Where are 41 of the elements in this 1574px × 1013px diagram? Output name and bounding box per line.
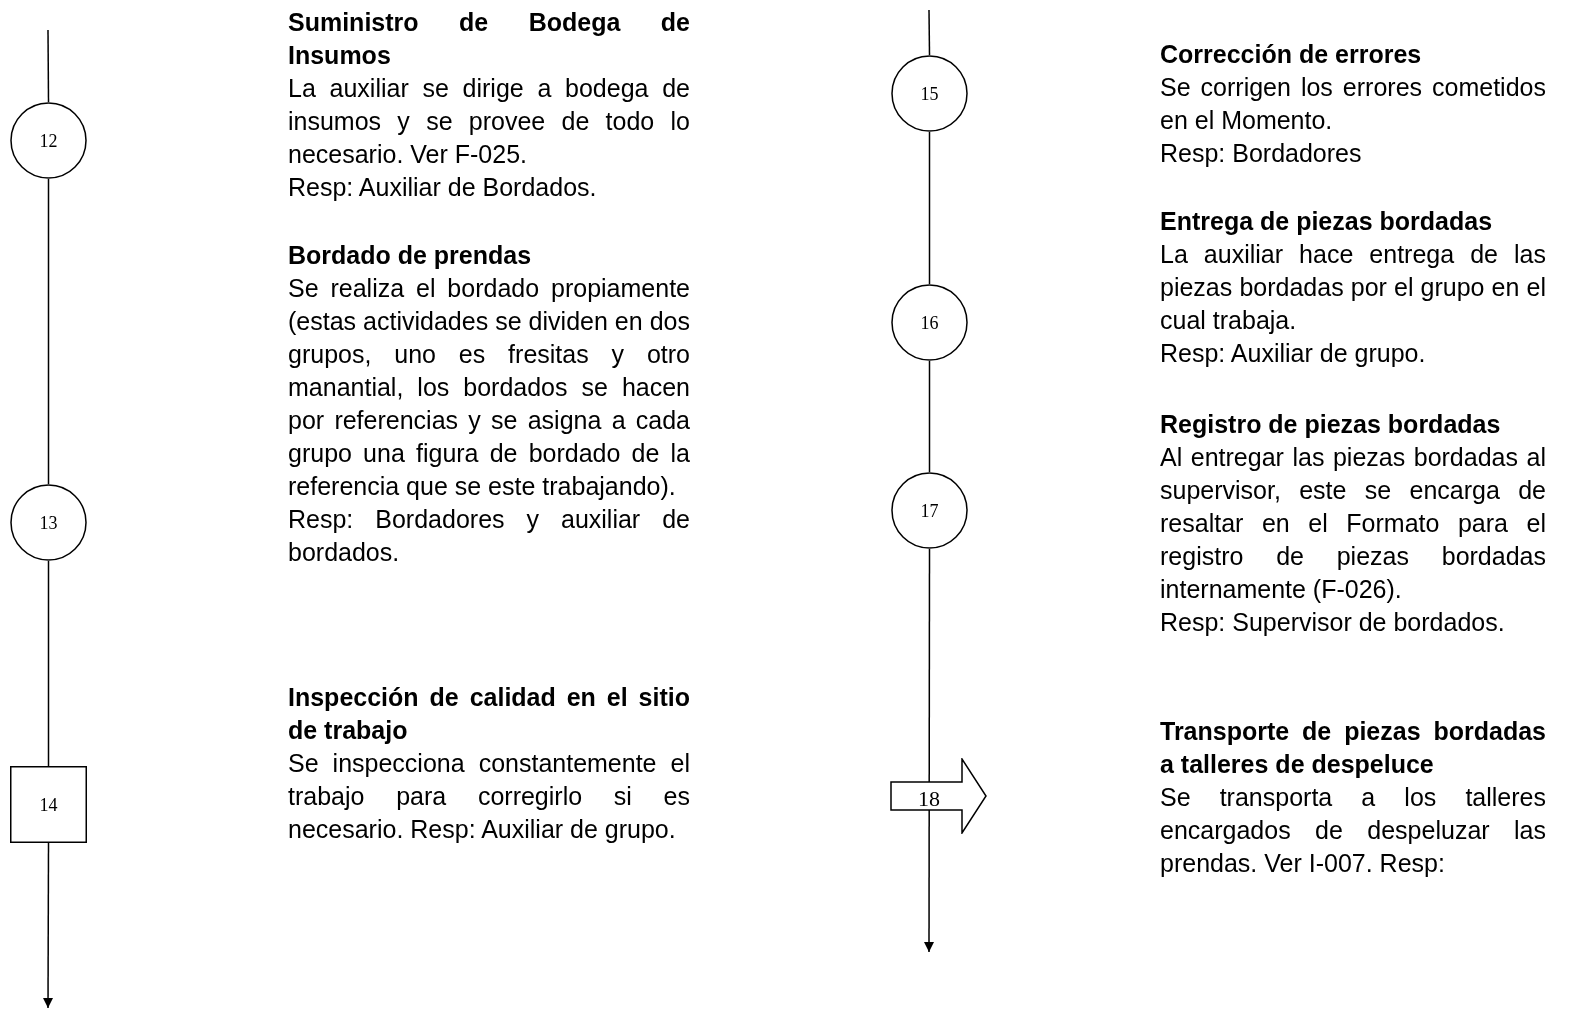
step-description: Se transporta a los talleres encargados de despeluzar las prendas. Ver I-007. Resp: — [1160, 782, 1546, 879]
step-title: Entrega de piezas bordadas — [1160, 206, 1494, 237]
flow-line — [928, 9, 931, 56]
step-description: Se corrigen los errores cometidos en el Momento. — [1160, 72, 1546, 136]
transport-arrow-shape — [890, 758, 987, 834]
step-description: Se realiza el bordado propiamente (estas actividades se dividen en dos grupos, uno es fresitas y otro manantial, los bordados se hacen por referencias y se asigna a cada grupo una figura de bordado de la referencia que se este trabajando). — [288, 273, 690, 502]
step-description: Se inspecciona constantemente el trabajo para corregirlo si es necesario. Resp: Auxiliar de grupo. — [288, 748, 690, 845]
flow-line — [47, 560, 50, 767]
step-description: Resp: Auxiliar de grupo. — [1160, 338, 1427, 369]
operation-circle — [891, 472, 968, 549]
step-title: Inspección de calidad en el sitio de trabajo — [288, 682, 690, 746]
flow-arrow — [43, 842, 54, 1009]
step-description: Resp: Bordadores — [1160, 138, 1363, 169]
step-number: 16 — [920, 311, 939, 334]
step-title: Transporte de piezas bordadas a talleres de despeluce — [1160, 716, 1546, 780]
step-description: La auxiliar hace entrega de las piezas bordadas por el grupo en el cual trabaja. — [1160, 239, 1546, 336]
step-title: Registro de piezas bordadas — [1160, 409, 1502, 440]
step-number: 15 — [920, 82, 939, 105]
flow-line — [47, 178, 50, 485]
inspection-square — [10, 766, 87, 843]
step-number: 14 — [39, 793, 58, 816]
flow-line — [47, 29, 50, 103]
operation-circle — [891, 55, 968, 132]
operation-circle — [10, 102, 87, 179]
step-title: Corrección de errores — [1160, 39, 1423, 70]
step-title: Bordado de prendas — [288, 240, 533, 271]
step-description: Resp: Supervisor de bordados. — [1160, 607, 1506, 638]
flow-line — [928, 131, 931, 285]
step-number: 12 — [39, 129, 58, 152]
step-description: Resp: Auxiliar de Bordados. — [288, 172, 598, 203]
step-number: 18 — [918, 785, 940, 813]
step-description: Resp: Bordadores y auxiliar de bordados. — [288, 504, 690, 568]
step-description: Al entregar las piezas bordadas al supervisor, este se encarga de resaltar en el Formato para el registro de piezas bordadas internamente (F-026). — [1160, 442, 1546, 605]
step-number: 13 — [39, 511, 58, 534]
flow-arrow — [924, 548, 934, 953]
operation-circle — [891, 284, 968, 361]
flow-line — [928, 360, 931, 473]
step-title: Suministro de Bodega de Insumos — [288, 7, 690, 71]
step-description: La auxiliar se dirige a bodega de insumos y se provee de todo lo necesario. Ver F-025. — [288, 73, 690, 170]
step-number: 17 — [920, 499, 939, 522]
operation-circle — [10, 484, 87, 561]
